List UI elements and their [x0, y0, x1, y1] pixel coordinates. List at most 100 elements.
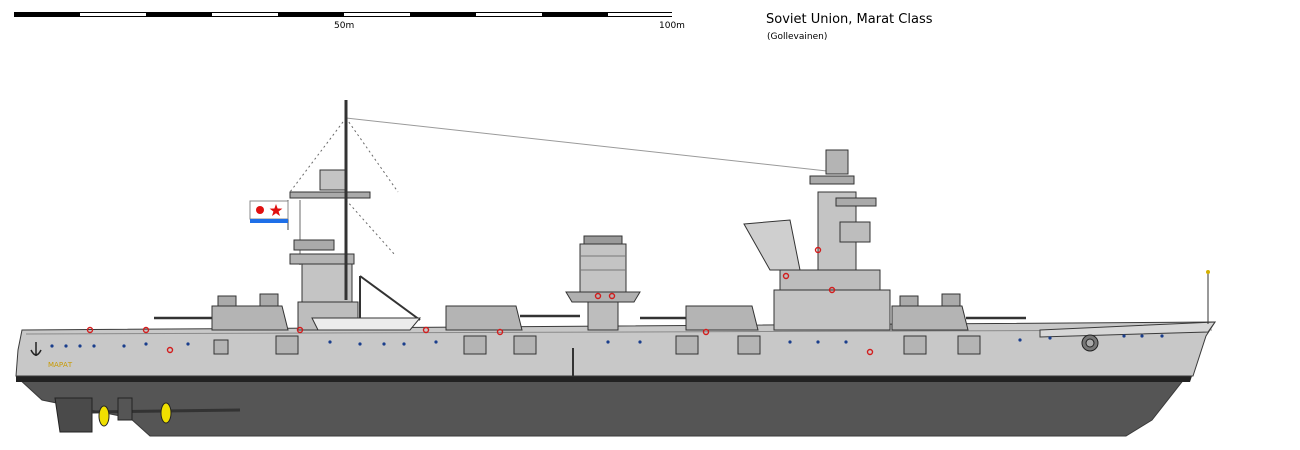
secondary-gun-mount [217, 295, 237, 307]
turret-2 [445, 305, 580, 331]
fore-superstructure [289, 100, 371, 331]
scale-segment [344, 12, 410, 17]
turret-body [891, 305, 969, 331]
casemate [903, 335, 927, 355]
lifebuoy-icon [814, 246, 822, 254]
scale-segment [278, 12, 344, 17]
lifebuoy-icon [166, 346, 174, 354]
deck-line [25, 329, 1213, 335]
shaft-bracket [117, 397, 133, 421]
lifebuoy-icon [142, 326, 150, 334]
scale-segment [80, 12, 146, 17]
portholes [50, 334, 1164, 348]
porthole [1140, 334, 1144, 338]
porthole [358, 342, 362, 346]
rudder [54, 397, 93, 433]
scale-segment [14, 12, 80, 17]
hammer-sickle-icon [256, 206, 264, 214]
porthole [1122, 334, 1126, 338]
lifebuoy-icon [782, 272, 790, 280]
porthole [50, 344, 54, 348]
funnel [565, 235, 641, 331]
porthole [64, 344, 68, 348]
turret-3 [640, 305, 759, 331]
drawing-title: Soviet Union, Marat Class [766, 12, 933, 27]
porthole [816, 340, 820, 344]
fore-bridge [289, 253, 355, 265]
lifebuoy-icon [828, 286, 836, 294]
porthole [186, 342, 190, 346]
main-superstructure [743, 149, 891, 331]
lifebuoy-icon [866, 348, 874, 356]
scale-bar: 50m 100m [14, 12, 685, 32]
hull-lower [16, 377, 1187, 437]
funnel-body [579, 243, 627, 293]
propeller [160, 402, 172, 424]
secondary-gun-mount [941, 293, 961, 307]
porthole [144, 342, 148, 346]
fore-tower [301, 261, 353, 303]
naval-ensign [249, 200, 289, 230]
casemate [675, 335, 699, 355]
porthole [844, 340, 848, 344]
porthole [788, 340, 792, 344]
casemate [737, 335, 761, 355]
porthole [606, 340, 610, 344]
porthole [1018, 338, 1022, 342]
main-platform [835, 197, 877, 207]
scale-segment [146, 12, 212, 17]
secondary-gun-mount [259, 293, 279, 307]
scale-label-end: 100m [659, 21, 685, 31]
porthole [382, 342, 386, 346]
main-platform [839, 221, 871, 243]
lifebuoy-icon [496, 328, 504, 336]
fore-top [319, 169, 347, 191]
fore-rangefinder [293, 239, 335, 251]
ships-boat [311, 317, 422, 331]
casemate [213, 339, 229, 355]
lifebuoy-icon [608, 292, 616, 300]
ensign-field [249, 200, 289, 220]
main-lower-deck [773, 289, 891, 331]
main-top [825, 149, 849, 175]
funnel-platform [565, 291, 641, 303]
lifebuoy-icon [594, 292, 602, 300]
funnel-base [587, 301, 619, 331]
scale-segment [212, 12, 278, 17]
casemate [463, 335, 487, 355]
porthole [402, 342, 406, 346]
ensign-stripe [250, 219, 288, 223]
casemate [513, 335, 537, 355]
lifebuoy-icon [702, 328, 710, 336]
porthole [1048, 336, 1052, 340]
turret-body [445, 305, 523, 331]
porthole [328, 340, 332, 344]
rigging-wire [345, 117, 837, 173]
lifebuoys [86, 246, 874, 356]
porthole [1160, 334, 1164, 338]
turret-4 [891, 305, 1026, 331]
author-credit: (Gollevainen) [767, 32, 828, 42]
forecastle [1039, 321, 1216, 338]
turret-1 [154, 305, 289, 331]
rigging-wire [345, 199, 396, 256]
jack-flag-icon [1206, 270, 1210, 274]
scale-segment [608, 12, 672, 17]
porthole [92, 344, 96, 348]
red-star-icon [269, 204, 283, 216]
main-platform [809, 175, 855, 185]
scale-segment [542, 12, 608, 17]
main-bridge-deck [779, 269, 881, 291]
stern-anchor-icon [30, 342, 42, 356]
porthole [638, 340, 642, 344]
rigging-wire [289, 117, 347, 193]
turret-body [685, 305, 759, 331]
rigging-wire [345, 117, 399, 193]
lifebuoy-icon [296, 326, 304, 334]
casemate [275, 335, 299, 355]
porthole [434, 340, 438, 344]
porthole [122, 344, 126, 348]
funnel-cap [583, 235, 623, 245]
propeller [98, 405, 110, 427]
